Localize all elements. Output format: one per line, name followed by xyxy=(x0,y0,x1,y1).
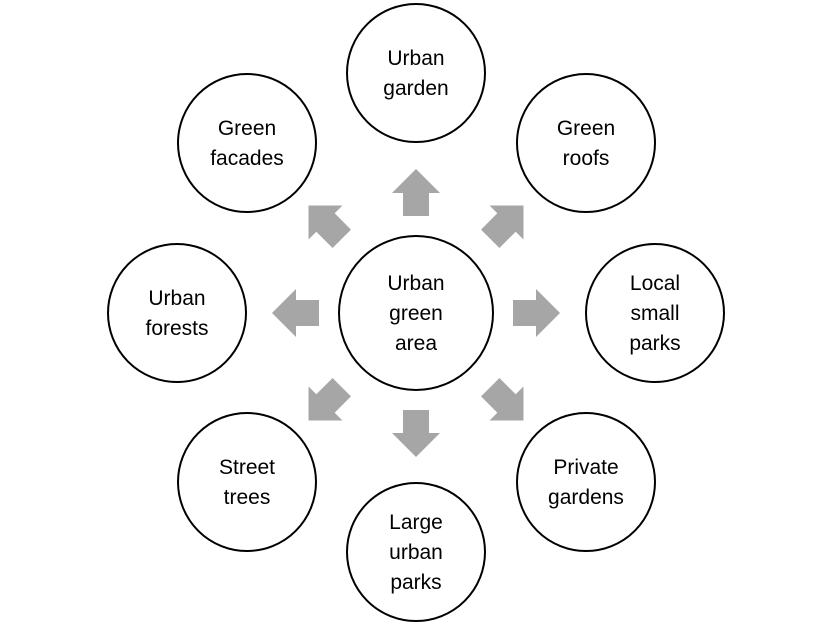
arrow-to-urban-forests xyxy=(272,289,319,337)
node-green-roofs: Green roofs xyxy=(516,73,656,213)
node-green-facades-circle xyxy=(177,73,317,213)
arrows xyxy=(272,169,560,457)
node-urban-forests-circle xyxy=(107,243,247,383)
arrow-to-green-roofs xyxy=(481,205,524,248)
node-green-facades-label-line-2: facades xyxy=(210,147,284,170)
node-street-trees-circle xyxy=(177,412,317,552)
node-urban-garden-label-line-1: Urban xyxy=(387,47,444,70)
node-urban-forests-label-line-1: Urban xyxy=(148,287,205,310)
node-local-small-parks-label-line-1: Local xyxy=(630,272,680,295)
arrow-to-green-facades xyxy=(308,205,351,248)
arrow-to-private-gardens xyxy=(481,378,524,421)
node-urban-forests-label-line-2: forests xyxy=(145,317,208,340)
arrow-to-local-small-parks xyxy=(513,289,560,337)
node-local-small-parks: Local small parks xyxy=(585,243,725,383)
center-node-group: Urban green area xyxy=(338,235,494,391)
nodes: UrbangardenGreenroofsLocalsmallparksPriv… xyxy=(107,3,725,622)
node-local-small-parks-label-line-2: small xyxy=(630,302,679,325)
node-green-facades: Green facades xyxy=(177,73,317,213)
node-private-gardens-circle xyxy=(516,412,656,552)
node-street-trees-label-line-2: trees xyxy=(224,486,271,509)
node-large-urban-parks-label-line-2: urban xyxy=(389,541,443,564)
node-local-small-parks-circle xyxy=(585,243,725,383)
center-node: Urban green area xyxy=(338,235,494,391)
node-large-urban-parks-label-line-1: Large xyxy=(389,511,443,534)
node-large-urban-parks-label-line-3: parks xyxy=(390,571,441,594)
node-green-roofs-label-line-1: Green xyxy=(557,117,615,140)
center-node-label-line-3: area xyxy=(395,332,437,355)
node-large-urban-parks-circle xyxy=(346,482,486,622)
node-urban-garden-label-line-2: garden xyxy=(383,77,448,100)
node-street-trees: Street trees xyxy=(177,412,317,552)
node-local-small-parks-label-line-3: parks xyxy=(629,332,680,355)
center-node-circle xyxy=(338,235,494,391)
node-urban-garden-circle xyxy=(346,3,486,143)
center-node-label-line-2: green xyxy=(389,302,443,325)
node-green-roofs-label-line-2: roofs xyxy=(563,147,610,170)
arrow-to-urban-garden xyxy=(392,169,440,216)
node-private-gardens-label-line-2: gardens xyxy=(548,486,624,509)
node-green-facades-label-line-1: Green xyxy=(218,117,276,140)
node-urban-forests: Urban forests xyxy=(107,243,247,383)
arrow-to-large-urban-parks xyxy=(392,410,440,457)
node-green-roofs-circle xyxy=(516,73,656,213)
node-street-trees-label-line-1: Street xyxy=(219,456,275,479)
center-node-label-line-1: Urban xyxy=(387,272,444,295)
node-large-urban-parks: Large urban parks xyxy=(346,482,486,622)
arrow-to-street-trees xyxy=(308,378,351,421)
node-private-gardens-label-line-1: Private xyxy=(553,456,618,479)
node-urban-garden: Urban garden xyxy=(346,3,486,143)
node-private-gardens: Private gardens xyxy=(516,412,656,552)
